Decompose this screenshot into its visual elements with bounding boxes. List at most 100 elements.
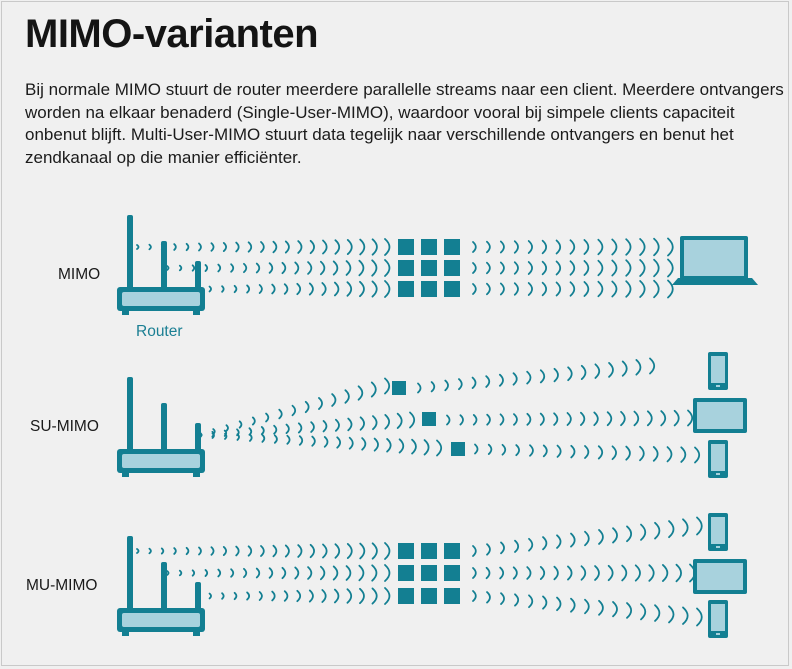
wave-signal-icon [570, 444, 576, 459]
wave-signal-icon [486, 543, 491, 556]
wave-signal-icon [598, 599, 604, 616]
wave-signal-icon [160, 547, 165, 555]
wave-signal-icon [236, 433, 240, 441]
wave-signal-icon [635, 359, 642, 376]
wave-signal-icon [639, 280, 646, 298]
wave-signal-icon [598, 529, 604, 545]
wave-signal-icon [258, 284, 263, 294]
wave-signal-icon [284, 240, 290, 254]
wave-signal-icon [653, 279, 660, 299]
wave-signal-icon [444, 379, 449, 392]
data-packet-icon [398, 565, 414, 581]
wave-signal-icon [487, 443, 493, 455]
wave-signal-icon [486, 413, 491, 426]
wave-signal-icon [459, 414, 464, 426]
wave-signal-icon [384, 542, 391, 560]
wave-signal-icon [542, 536, 548, 551]
wave-signal-icon [621, 360, 628, 377]
wave-signal-icon [539, 412, 545, 426]
wave-signal-icon [499, 566, 505, 580]
wave-signal-icon [411, 438, 417, 455]
wave-signal-icon [297, 422, 303, 434]
wave-signal-icon [243, 567, 248, 579]
wave-signal-icon [346, 543, 353, 559]
wave-signal-icon [224, 432, 228, 440]
wave-signal-icon [472, 241, 477, 253]
wave-signal-icon [486, 261, 491, 275]
wave-signal-icon [246, 591, 251, 601]
wave-signal-icon [634, 564, 641, 582]
wave-signal-icon [347, 417, 353, 432]
wave-signal-icon [238, 420, 243, 429]
wave-signal-icon [185, 242, 190, 252]
wave-signal-icon [472, 545, 477, 557]
wave-signal-icon [235, 241, 240, 253]
wave-signal-icon [541, 260, 548, 276]
wave-signal-icon [486, 282, 491, 296]
wave-signal-icon [640, 603, 647, 621]
wave-signal-icon [294, 261, 300, 275]
wave-signal-icon [633, 410, 640, 427]
wave-signal-icon [608, 362, 614, 378]
wave-signal-icon [694, 446, 701, 464]
tablet-icon [693, 559, 747, 594]
wave-signal-icon [500, 592, 505, 605]
wave-signal-icon [308, 282, 314, 296]
wave-signal-icon [639, 238, 646, 256]
wave-signal-icon [384, 377, 391, 395]
wave-signal-icon [345, 565, 352, 581]
wave-signal-icon [423, 439, 430, 456]
wave-signal-icon [304, 400, 310, 414]
wave-signal-icon [283, 283, 289, 295]
wave-signal-icon [286, 434, 291, 445]
wave-signal-icon [485, 566, 491, 580]
wave-signal-icon [667, 279, 674, 299]
wave-signal-icon [653, 237, 660, 257]
wave-signal-icon [331, 393, 337, 407]
data-packet-icon [398, 260, 414, 276]
wave-signal-icon [485, 375, 491, 388]
smartphone-icon [708, 600, 728, 638]
tablet-icon [693, 398, 747, 433]
wave-signal-icon [594, 565, 600, 581]
wave-signal-icon [584, 598, 590, 615]
wave-signal-icon [555, 260, 562, 276]
wave-signal-icon [458, 378, 463, 391]
wave-signal-icon [566, 412, 572, 426]
wave-signal-icon [555, 239, 562, 255]
wave-signal-icon [649, 357, 656, 375]
wave-signal-icon [579, 411, 586, 426]
wave-signal-icon [652, 446, 659, 462]
wave-signal-icon [661, 564, 669, 582]
wave-signal-icon [583, 260, 590, 276]
wave-signal-icon [553, 367, 559, 383]
laptop-icon [672, 236, 758, 285]
wave-signal-icon [612, 601, 618, 618]
wave-signal-icon [273, 434, 278, 444]
wave-signal-icon [580, 565, 587, 581]
wave-signal-icon [384, 238, 391, 256]
wave-signal-icon [499, 261, 505, 275]
wave-signal-icon [675, 563, 682, 583]
wave-signal-icon [527, 282, 533, 296]
wave-signal-icon [346, 588, 353, 604]
wave-signal-icon [260, 545, 265, 557]
wave-signal-icon [359, 416, 365, 431]
wave-signal-icon [639, 445, 645, 462]
wave-signal-icon [611, 280, 618, 298]
wave-signal-icon [648, 564, 655, 582]
data-packet-icon [398, 281, 414, 297]
wave-signal-icon [606, 411, 613, 427]
data-packet-icon [398, 239, 414, 255]
wave-signal-icon [255, 262, 261, 274]
wave-signal-icon [322, 239, 328, 255]
wave-signal-icon [278, 408, 283, 420]
wave-signal-icon [583, 281, 590, 297]
wave-signal-icon [486, 240, 491, 254]
wave-signal-icon [322, 420, 328, 433]
data-packet-icon [422, 412, 436, 426]
wave-signal-icon [273, 424, 278, 435]
wave-signal-icon [539, 566, 546, 580]
